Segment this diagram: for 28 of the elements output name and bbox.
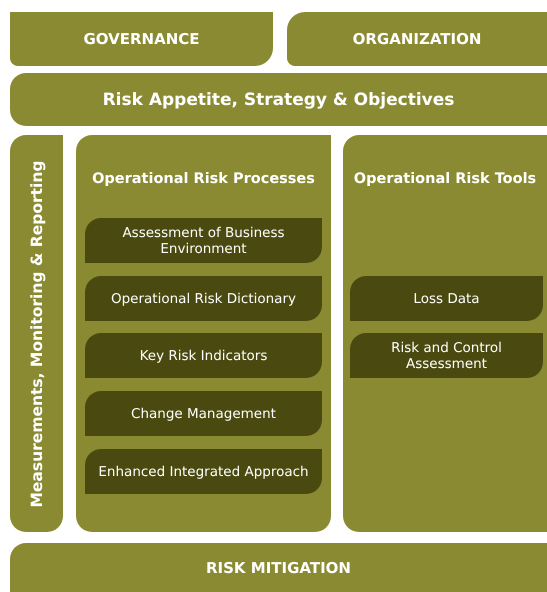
section-panel: [76, 135, 331, 532]
section-heading: Operational Risk Processes: [91, 171, 316, 187]
label-text: Risk Appetite, Strategy & Objectives: [102, 90, 454, 110]
item-box: [85, 218, 322, 263]
header-band: [10, 543, 547, 592]
label-text: Risk and Control Assessment: [390, 340, 503, 372]
label-text: Loss Data: [413, 290, 480, 306]
section-panel: [343, 135, 547, 532]
label-text: Assessment of Business Environment: [121, 224, 286, 256]
item-box: [85, 333, 322, 378]
label-text: Change Management: [131, 406, 276, 422]
item-box: [85, 449, 322, 494]
label-text: RISK MITIGATION: [206, 558, 351, 576]
item-box: [350, 276, 543, 321]
header-band: [287, 12, 547, 66]
header-band: [10, 73, 547, 126]
label-text: Operational Risk Dictionary: [110, 290, 296, 306]
header-band: [10, 12, 273, 66]
item-box: [85, 276, 322, 321]
label-text: Enhanced Integrated Approach: [98, 464, 309, 480]
label-text: Key Risk Indicators: [140, 348, 268, 364]
label-text: GOVERNANCE: [83, 30, 200, 48]
label-text: Measurements, Monitoring & Reporting: [28, 160, 46, 507]
section-heading: Operational Risk Tools: [352, 171, 538, 187]
item-box: [350, 333, 543, 378]
label-text: ORGANIZATION: [352, 30, 482, 48]
item-box: [85, 391, 322, 436]
side-band: [10, 135, 63, 532]
